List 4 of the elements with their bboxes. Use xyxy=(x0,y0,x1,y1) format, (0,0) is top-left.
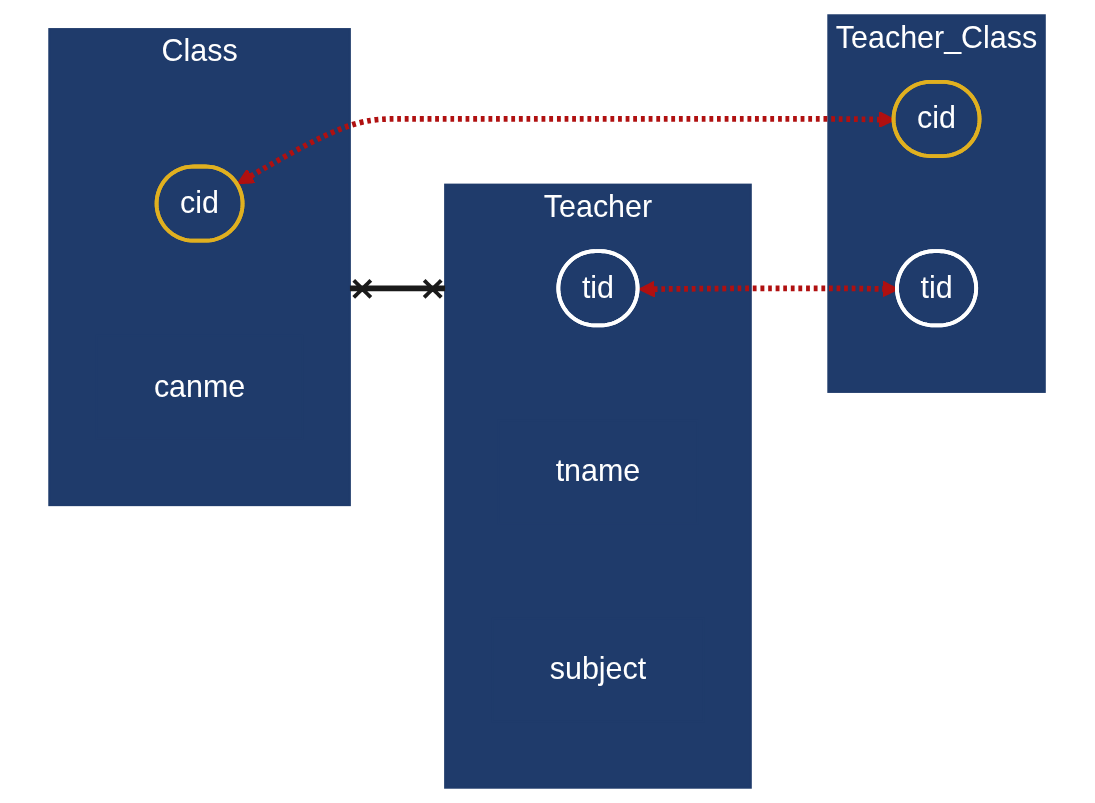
node-text: tname xyxy=(556,454,641,488)
node-text: subject xyxy=(550,652,647,686)
connector xyxy=(350,278,446,300)
node-text: canme xyxy=(154,370,246,403)
